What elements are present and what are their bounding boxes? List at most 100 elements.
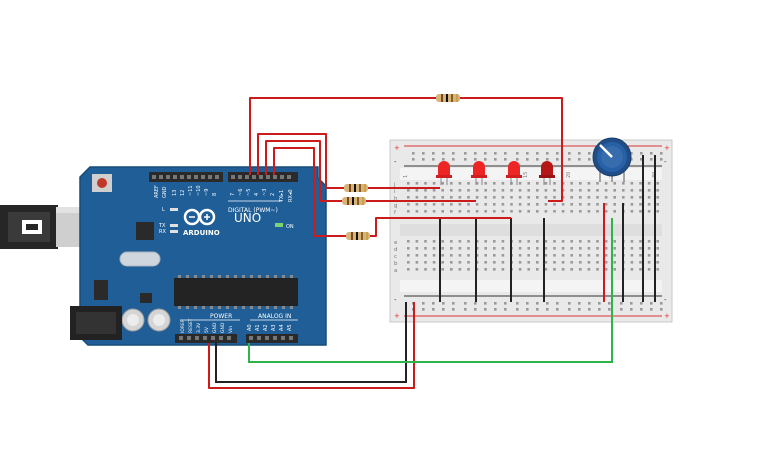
- breadboard-hole[interactable]: [415, 189, 419, 192]
- breadboard-hole[interactable]: [630, 261, 634, 264]
- breadboard-hole[interactable]: [464, 308, 467, 311]
- breadboard-hole[interactable]: [536, 261, 539, 264]
- breadboard-hole[interactable]: [656, 203, 659, 206]
- breadboard-hole[interactable]: [598, 302, 601, 305]
- breadboard-hole[interactable]: [650, 152, 653, 155]
- breadboard-hole[interactable]: [639, 182, 642, 185]
- breadboard-hole[interactable]: [536, 189, 539, 192]
- breadboard-hole[interactable]: [474, 152, 477, 155]
- breadboard-hole[interactable]: [613, 254, 616, 257]
- breadboard-hole[interactable]: [656, 261, 659, 264]
- breadboard-hole[interactable]: [510, 210, 513, 213]
- breadboard-hole[interactable]: [656, 240, 659, 243]
- breadboard-hole[interactable]: [579, 203, 582, 206]
- breadboard-hole[interactable]: [458, 247, 462, 250]
- breadboard-hole[interactable]: [484, 302, 487, 305]
- breadboard-hole[interactable]: [630, 152, 633, 155]
- breadboard-hole[interactable]: [407, 189, 410, 192]
- breadboard-hole[interactable]: [424, 247, 427, 250]
- breadboard-hole[interactable]: [526, 302, 529, 305]
- breadboard-hole[interactable]: [660, 152, 663, 155]
- breadboard-hole[interactable]: [647, 203, 651, 206]
- breadboard-hole[interactable]: [467, 203, 470, 206]
- breadboard-hole[interactable]: [501, 240, 505, 243]
- breadboard-hole[interactable]: [452, 308, 455, 311]
- breadboard-hole[interactable]: [536, 247, 539, 250]
- breadboard-hole[interactable]: [527, 254, 530, 257]
- breadboard-hole[interactable]: [432, 247, 436, 250]
- breadboard-hole[interactable]: [570, 261, 573, 264]
- breadboard-hole[interactable]: [484, 261, 487, 264]
- resistor-top[interactable]: [436, 94, 460, 102]
- breadboard-hole[interactable]: [639, 240, 642, 243]
- breadboard-hole[interactable]: [604, 196, 608, 199]
- breadboard-hole[interactable]: [450, 240, 453, 243]
- breadboard-hole[interactable]: [441, 203, 444, 206]
- breadboard-hole[interactable]: [546, 158, 549, 161]
- breadboard-hole[interactable]: [475, 203, 479, 206]
- breadboard-hole[interactable]: [510, 189, 513, 192]
- breadboard-hole[interactable]: [441, 210, 444, 213]
- breadboard-hole[interactable]: [432, 302, 435, 305]
- breadboard-hole[interactable]: [441, 240, 444, 243]
- breadboard-hole[interactable]: [450, 268, 453, 271]
- breadboard-hole[interactable]: [441, 261, 444, 264]
- breadboard-hole[interactable]: [526, 152, 529, 155]
- breadboard-hole[interactable]: [613, 196, 616, 199]
- breadboard-hole[interactable]: [527, 268, 530, 271]
- breadboard-hole[interactable]: [561, 268, 565, 271]
- breadboard-hole[interactable]: [613, 182, 616, 185]
- breadboard-hole[interactable]: [458, 196, 462, 199]
- breadboard-hole[interactable]: [527, 203, 530, 206]
- breadboard-hole[interactable]: [467, 254, 470, 257]
- breadboard-hole[interactable]: [467, 189, 470, 192]
- breadboard-hole[interactable]: [501, 210, 505, 213]
- breadboard-hole[interactable]: [484, 189, 487, 192]
- breadboard-hole[interactable]: [504, 152, 507, 155]
- breadboard-hole[interactable]: [587, 240, 591, 243]
- breadboard-hole[interactable]: [407, 196, 410, 199]
- breadboard-hole[interactable]: [604, 247, 608, 250]
- led-4[interactable]: [539, 161, 555, 185]
- breadboard-hole[interactable]: [596, 254, 599, 257]
- breadboard-hole[interactable]: [432, 158, 435, 161]
- breadboard-hole[interactable]: [464, 302, 467, 305]
- breadboard-hole[interactable]: [570, 189, 573, 192]
- breadboard-hole[interactable]: [639, 210, 642, 213]
- breadboard-hole[interactable]: [622, 182, 625, 185]
- breadboard-hole[interactable]: [536, 158, 539, 161]
- breadboard-hole[interactable]: [620, 308, 623, 311]
- breadboard-hole[interactable]: [650, 302, 653, 305]
- breadboard-hole[interactable]: [442, 302, 445, 305]
- breadboard-hole[interactable]: [536, 254, 539, 257]
- breadboard-hole[interactable]: [570, 210, 573, 213]
- breadboard-hole[interactable]: [484, 182, 487, 185]
- breadboard-hole[interactable]: [493, 268, 496, 271]
- breadboard-hole[interactable]: [527, 247, 530, 250]
- breadboard-hole[interactable]: [424, 189, 427, 192]
- breadboard-hole[interactable]: [647, 189, 651, 192]
- breadboard-hole[interactable]: [484, 196, 487, 199]
- breadboard-hole[interactable]: [553, 247, 556, 250]
- breadboard-hole[interactable]: [579, 240, 582, 243]
- breadboard-hole[interactable]: [630, 254, 634, 257]
- breadboard-hole[interactable]: [501, 189, 505, 192]
- breadboard-hole[interactable]: [630, 210, 634, 213]
- breadboard-hole[interactable]: [424, 182, 427, 185]
- breadboard-hole[interactable]: [622, 189, 625, 192]
- resistor-2[interactable]: [342, 197, 366, 205]
- breadboard-hole[interactable]: [494, 158, 497, 161]
- breadboard-hole[interactable]: [568, 302, 571, 305]
- breadboard-hole[interactable]: [450, 182, 453, 185]
- breadboard-hole[interactable]: [660, 302, 663, 305]
- breadboard-hole[interactable]: [656, 210, 659, 213]
- breadboard-hole[interactable]: [518, 261, 522, 264]
- breadboard-hole[interactable]: [613, 240, 616, 243]
- breadboard-hole[interactable]: [536, 196, 539, 199]
- breadboard-hole[interactable]: [660, 308, 663, 311]
- breadboard-hole[interactable]: [553, 203, 556, 206]
- breadboard-hole[interactable]: [613, 268, 616, 271]
- breadboard-hole[interactable]: [422, 302, 425, 305]
- breadboard-hole[interactable]: [441, 268, 444, 271]
- breadboard-hole[interactable]: [450, 196, 453, 199]
